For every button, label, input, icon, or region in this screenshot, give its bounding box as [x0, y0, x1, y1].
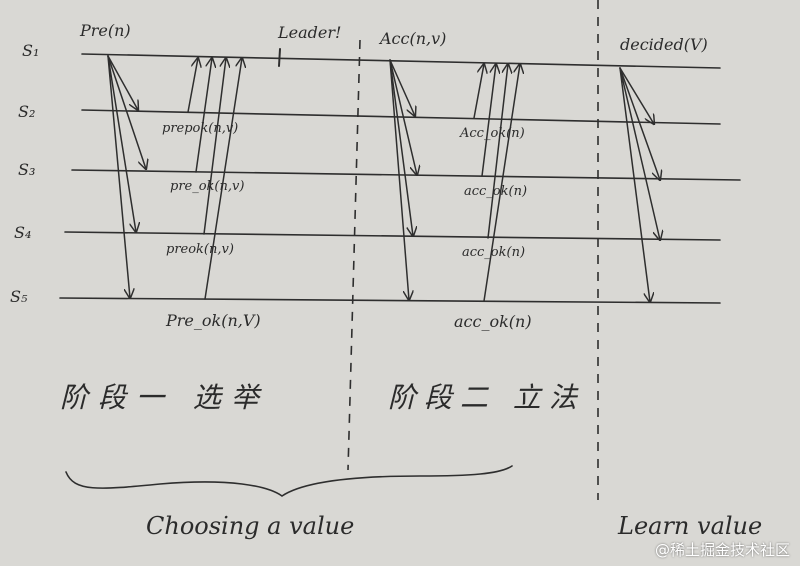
prepare-arrow-s5: [107, 55, 130, 298]
accept-arrow-s2: [389, 59, 415, 116]
prepare-ok-label-s4: preok(n,v): [166, 242, 234, 257]
accept-arrows: [389, 59, 417, 300]
server-label-s5: S₅: [10, 287, 28, 306]
choosing-value-label: Choosing a value: [146, 512, 354, 540]
decided-arrow-s4: [619, 67, 660, 240]
accept-ok-label-s3: acc_ok(n): [464, 184, 527, 199]
choosing-brace: [65, 465, 513, 497]
prepare-ok-arrow-s4: [203, 58, 226, 235]
timeline-s1: [81, 53, 721, 69]
prepare-ok-arrow-s2: [187, 58, 198, 113]
timeline-s3: [71, 169, 741, 181]
accept-arrow-s4: [389, 59, 413, 236]
prepare-ok-label-s3: pre_ok(n,v): [170, 179, 244, 194]
server-label-s4: S₄: [14, 223, 31, 242]
phase1-label: 阶段一 选举: [60, 381, 269, 414]
prepare-arrows: [107, 55, 146, 298]
learn-value-label: Learn value: [617, 512, 762, 540]
watermark-text: @稀土掘金技术社区: [654, 541, 790, 559]
accept-ok-label-s4: acc_ok(n): [462, 245, 525, 260]
prepare-ok-label-s2: prepok(n,v): [162, 121, 238, 136]
decided-arrow-s3: [619, 67, 660, 180]
timeline-s5: [59, 297, 721, 304]
prepare-ok-arrow-s5: [204, 58, 242, 300]
decided-arrows: [619, 67, 660, 302]
server-label-s2: S₂: [18, 102, 35, 121]
accept-ok-arrow-s3: [481, 64, 496, 177]
server-label-s1: S₁: [22, 41, 39, 60]
accept-ok-arrows: [473, 64, 520, 302]
server-labels: S₁ S₂ S₃ S₄ S₅: [10, 41, 39, 306]
server-label-s3: S₃: [18, 160, 35, 179]
accept-arrow-s3: [389, 59, 417, 175]
prepare-ok-label-s5: Pre_ok(n,V): [165, 311, 261, 330]
accept-ok-label-s2: Acc_ok(n): [459, 126, 525, 141]
prepare-ok-arrow-s3: [195, 58, 212, 173]
accept-ok-arrow-s2: [473, 64, 484, 119]
accept-ok-arrow-s5: [483, 64, 520, 302]
prepare-label: Pre(n): [79, 21, 131, 40]
prepare-arrow-s3: [107, 55, 146, 169]
prepare-arrow-s2: [107, 55, 138, 110]
prepare-ok-arrows: [187, 58, 242, 300]
decided-arrow-s5: [619, 67, 650, 302]
phase-divider-1: [347, 39, 361, 471]
leader-tick: [278, 48, 281, 67]
timeline-s4: [64, 231, 721, 241]
accept-arrow-s5: [389, 59, 409, 300]
prepare-arrow-s4: [107, 55, 136, 232]
accept-label: Acc(n,v): [378, 29, 446, 48]
phase2-label: 阶段二 立法: [388, 381, 585, 414]
decided-arrow-s2: [619, 67, 654, 124]
accept-ok-arrow-s4: [487, 64, 508, 239]
decided-label: decided(V): [620, 35, 708, 54]
accept-ok-label-s5: acc_ok(n): [454, 312, 532, 331]
leader-label: Leader!: [277, 23, 341, 42]
